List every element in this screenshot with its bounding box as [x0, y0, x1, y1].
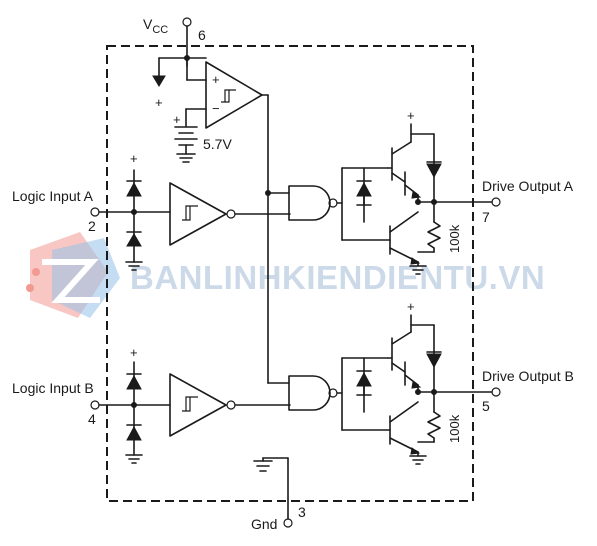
svg-text:−: −	[212, 101, 220, 116]
svg-text:+: +	[407, 108, 415, 123]
resistor-b-label: 100k	[447, 414, 462, 443]
clamp-diode-icon	[126, 181, 142, 197]
current-source-arrow-icon	[152, 75, 166, 87]
svg-text:+: +	[155, 95, 163, 110]
input-a-pin-terminal	[90, 207, 100, 217]
watermark-text: BANLINHKIENDIENTU.VN	[130, 259, 545, 296]
svg-text:+: +	[130, 345, 138, 360]
channel-b-input: Logic Input B 4 +	[12, 345, 291, 464]
gnd-label: Gnd	[251, 516, 277, 532]
vcc-pin-number: 6	[198, 27, 206, 43]
output-stage-a: + 100k	[336, 108, 493, 275]
output-a-pin-terminal	[491, 197, 501, 207]
svg-text:+: +	[407, 299, 415, 314]
output-stage-b: + 100k	[336, 299, 493, 465]
hysteresis-icon	[182, 205, 198, 221]
vcc-supply: VCC 6 +	[143, 16, 207, 110]
output-b-pin-number: 5	[482, 398, 490, 414]
nand-gate-a	[265, 185, 338, 221]
input-b-pin-terminal	[90, 400, 100, 410]
reference-comparator: + − + 5.7V	[173, 61, 269, 384]
svg-text:+: +	[130, 151, 138, 166]
vcc-label: VCC	[143, 16, 168, 36]
hysteresis-icon	[182, 396, 198, 412]
vcc-pin-terminal	[182, 17, 192, 27]
resistor-icon	[427, 221, 441, 249]
logic-input-a-label: Logic Input A	[12, 188, 94, 204]
svg-text:+: +	[212, 72, 220, 87]
schmitt-inverter-b	[169, 373, 227, 437]
logic-input-b-label: Logic Input B	[12, 380, 94, 396]
watermark-logo-icon	[26, 232, 120, 318]
svg-text:+: +	[173, 112, 181, 127]
input-b-pin-number: 4	[88, 411, 96, 427]
zener-diode-icon	[356, 181, 372, 197]
output-b-pin-terminal	[491, 387, 501, 397]
schmitt-inverter-a	[169, 182, 227, 246]
channel-a-input: Logic Input A 2 +	[12, 151, 291, 271]
reference-voltage-label: 5.7V	[203, 136, 232, 152]
drive-output-b-label: Drive Output B	[482, 368, 574, 384]
output-a-pin-number: 7	[482, 209, 490, 225]
ground-pin: Gnd 3	[251, 457, 306, 532]
hysteresis-icon	[221, 89, 236, 103]
gnd-pin-number: 3	[298, 504, 306, 520]
drive-output-a-label: Drive Output A	[482, 178, 574, 194]
input-a-pin-number: 2	[88, 218, 96, 234]
resistor-a-label: 100k	[447, 224, 462, 253]
package-outline	[106, 45, 474, 502]
gnd-pin-terminal	[283, 518, 293, 528]
